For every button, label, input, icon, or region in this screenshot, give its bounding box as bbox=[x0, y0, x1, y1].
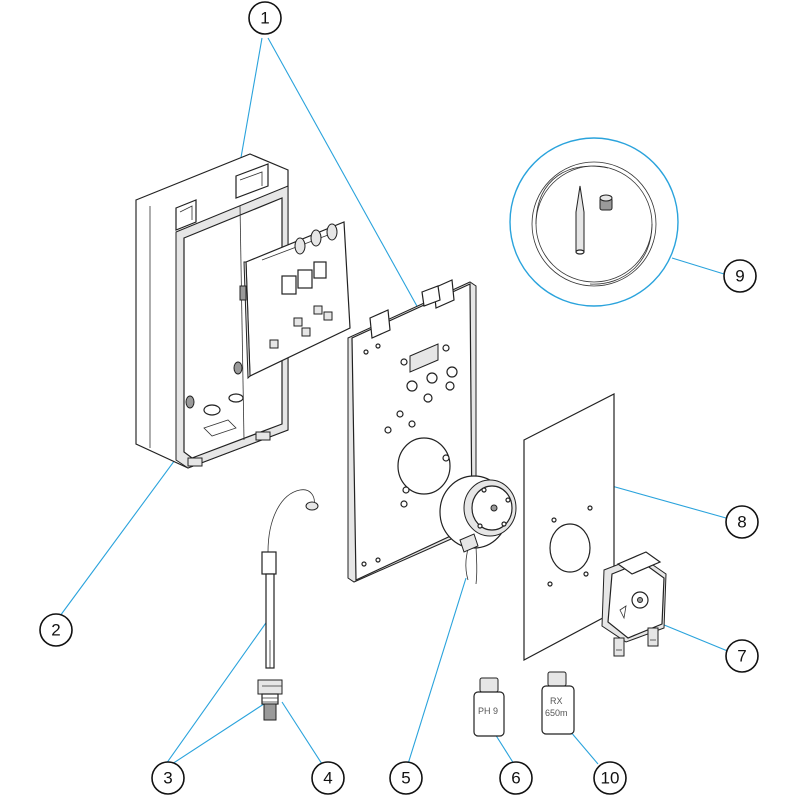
callout-5[interactable]: 5 bbox=[389, 761, 423, 795]
callouts: 1 2 3 4 5 6 7 8 bbox=[39, 1, 759, 795]
callout-2-label: 2 bbox=[51, 621, 60, 640]
bottle-rx-label-2: 650m bbox=[545, 708, 568, 718]
callout-6-label: 6 bbox=[511, 769, 520, 788]
leader-1b bbox=[267, 37, 429, 327]
pump-head bbox=[601, 551, 667, 657]
buffer-bottle-rx: RX 650m bbox=[541, 671, 575, 735]
bottle-ph-label: PH 9 bbox=[478, 706, 498, 716]
leader-5 bbox=[407, 577, 467, 765]
pump-motor bbox=[439, 475, 517, 585]
probe bbox=[261, 489, 319, 669]
callout-8[interactable]: 8 bbox=[725, 505, 759, 539]
circuit-board bbox=[239, 221, 351, 380]
callout-10-label: 10 bbox=[601, 769, 620, 788]
callout-1[interactable]: 1 bbox=[248, 1, 282, 35]
bottle-rx-label-1: RX bbox=[550, 696, 563, 706]
callout-3[interactable]: 3 bbox=[151, 761, 185, 795]
buffer-bottle-ph: PH 9 bbox=[473, 677, 505, 737]
callout-8-label: 8 bbox=[737, 513, 746, 532]
leader-3b bbox=[171, 699, 271, 765]
callout-4[interactable]: 4 bbox=[311, 761, 345, 795]
callout-7-label: 7 bbox=[737, 647, 746, 666]
callout-5-label: 5 bbox=[401, 769, 410, 788]
callout-9[interactable]: 9 bbox=[723, 259, 757, 293]
leader-7 bbox=[651, 619, 731, 653]
leader-3a bbox=[165, 619, 269, 765]
callout-3-label: 3 bbox=[163, 769, 172, 788]
callout-9-label: 9 bbox=[735, 267, 744, 286]
gasket-sheet bbox=[523, 393, 615, 661]
leader-9 bbox=[671, 257, 725, 275]
tube-kit bbox=[509, 137, 679, 307]
callout-6[interactable]: 6 bbox=[499, 761, 533, 795]
callout-7[interactable]: 7 bbox=[725, 639, 759, 673]
probe-fitting bbox=[257, 679, 283, 721]
callout-1-label: 1 bbox=[260, 9, 269, 28]
callout-2[interactable]: 2 bbox=[39, 613, 73, 647]
leader-4 bbox=[281, 701, 323, 765]
callout-10[interactable]: 10 bbox=[593, 761, 627, 795]
callout-4-label: 4 bbox=[323, 769, 332, 788]
